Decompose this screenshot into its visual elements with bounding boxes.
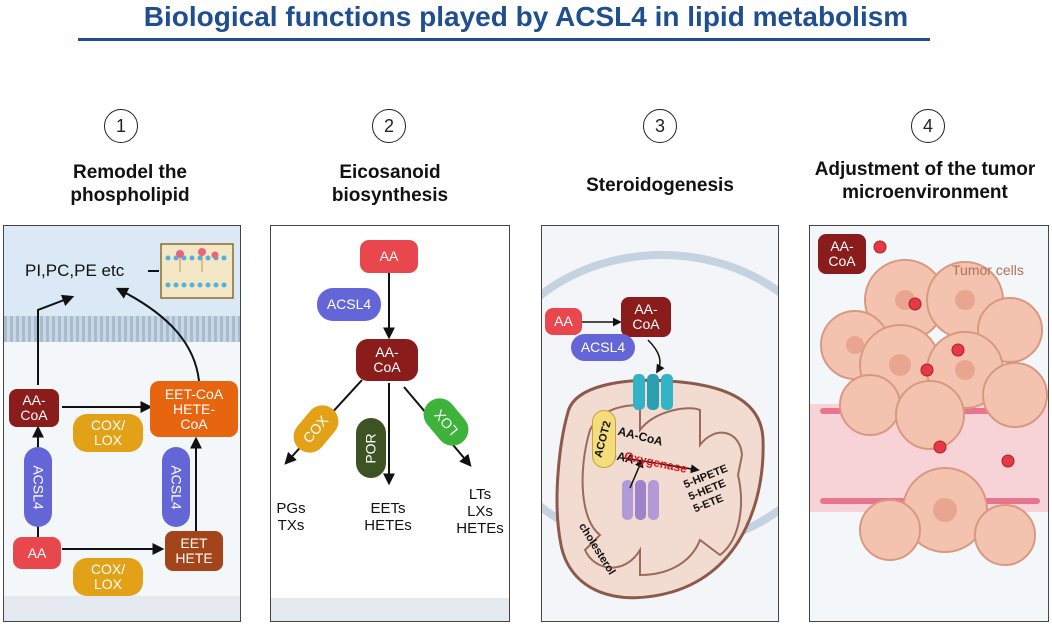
p1-eethete-line1: EET [180, 535, 208, 551]
title-underline [78, 38, 930, 41]
p1-aacoa-line1: AA- [22, 392, 46, 408]
section-heading-1: Remodel the phospholipid [20, 161, 240, 207]
cholesterol-transporter-icon [622, 480, 659, 520]
phospholipid-label: PI,PC,PE etc [25, 261, 125, 280]
p2-aacoa-node: AA-CoA [356, 339, 418, 381]
section-number-1: 1 [104, 109, 138, 143]
section-heading-1-line2: phospholipid [70, 185, 190, 206]
p2-output-right-line2: LXs [467, 503, 493, 520]
section-number-3: 3 [643, 109, 677, 143]
section-heading-2-line1: Eicosanoid [339, 162, 441, 183]
p1-eetcoa-line1: EET-CoA [164, 385, 224, 402]
p2-por-node: POR [356, 418, 386, 478]
p4-aacoa-line2: CoA [828, 253, 856, 269]
p2-aa-node: AA [360, 240, 418, 273]
p1-eetcoa-line2: HETE- [173, 400, 215, 417]
section-heading-4: Adjustment of the tumor microenvironment [790, 158, 1052, 204]
section-heading-1-line1: Remodel the [72, 162, 188, 183]
figure-title: Biological functions played by ACSL4 in … [143, 1, 909, 32]
section-number-2: 2 [372, 109, 406, 143]
p1-acsl4-left-node: ACSL4 [24, 447, 52, 527]
transporter-channel-icon [633, 374, 673, 410]
p1-coxlox-bottom-node: COX/LOX [73, 558, 143, 596]
p1-coxlox-top-line1: COX/ [90, 417, 126, 433]
membrane-band [4, 316, 240, 342]
p1-coxlox-bottom-line1: COX/ [90, 561, 126, 577]
membrane-inset-icon [160, 243, 234, 299]
section-heading-3-line1: Steroidogenesis [586, 175, 734, 196]
p2-acsl4-node: ACSL4 [317, 288, 381, 321]
section-heading-2-line2: biosynthesis [331, 185, 449, 206]
section-number-4: 4 [911, 109, 945, 143]
section-heading-3: Steroidogenesis [550, 174, 770, 197]
p3-aa-node: AA [545, 308, 582, 335]
section-heading-4-line2: microenvironment [842, 182, 1008, 203]
p2-output-right-line1: LTs [468, 486, 492, 503]
p4-tumor-cells-label: Tumor cells [952, 262, 1024, 278]
section-heading-2: Eicosanoid biosynthesis [280, 161, 500, 207]
section-heading-4-line1: Adjustment of the tumor [814, 159, 1036, 180]
p2-aacoa-line1: AA- [375, 344, 399, 360]
panel-floor [271, 598, 509, 621]
p2-output-right-line3: HETEs [456, 520, 504, 537]
p2-output-middle-line2: HETEs [364, 517, 412, 534]
p3-aacoa-line1: AA- [634, 301, 658, 317]
p1-acsl4-right-node: ACSL4 [162, 447, 190, 527]
p1-coxlox-bottom-line2: LOX [93, 576, 122, 592]
p3-acot2-node: ACOT2 [592, 410, 616, 468]
p2-output-left-line2: TXs [277, 517, 305, 534]
p1-eetcoa-line3: CoA [180, 415, 208, 432]
p3-aacoa-line2: CoA [632, 316, 660, 332]
p3-aacoa-node: AA-CoA [621, 297, 671, 337]
p1-aacoa-node: AA-CoA [9, 389, 59, 427]
p1-aacoa-line2: CoA [20, 407, 48, 423]
p1-coxlox-top-node: COX/LOX [73, 414, 143, 452]
p2-output-middle-line1: EETs [370, 500, 406, 517]
panel-floor [4, 596, 240, 621]
p4-aacoa-line1: AA- [830, 238, 854, 254]
p4-aacoa-node: AA-CoA [818, 234, 866, 274]
p1-eethete-line2: HETE [175, 550, 213, 566]
p1-aa-node: AA [13, 537, 61, 569]
p3-acsl4-node: ACSL4 [571, 334, 635, 361]
p2-aacoa-line2: CoA [373, 359, 401, 375]
p2-output-left-line1: PGs [276, 500, 306, 517]
p1-coxlox-top-line2: LOX [93, 432, 122, 448]
